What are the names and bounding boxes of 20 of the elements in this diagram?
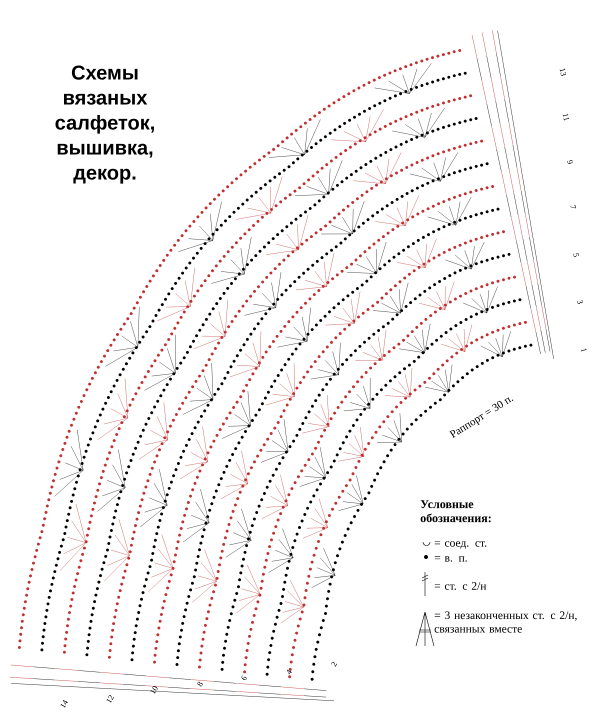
title: Схемы вязаных салфеток, вышивка, декор. [55, 66, 154, 184]
row-number: 4 [287, 670, 292, 674]
row-number: 5 [573, 253, 579, 257]
row-number: 14 [60, 700, 68, 708]
legend-text: = соед. ст. [434, 541, 486, 549]
row-number: 3 [577, 300, 583, 304]
row-number: 9 [567, 160, 573, 164]
legend-text: = 3 незаконченных ст. с 2/н, связанных вместе [434, 611, 577, 633]
row-number: 13 [560, 68, 566, 76]
row-number: 7 [570, 205, 576, 208]
row-number: 6 [242, 676, 247, 680]
row-number: 11 [562, 114, 570, 121]
row-number: 8 [197, 682, 203, 686]
legend-text: = в. п. [434, 556, 467, 562]
row-number: 10 [150, 686, 158, 694]
row-number: 1 [581, 348, 587, 352]
row-number: 2 [331, 662, 338, 667]
row-number: 12 [106, 695, 114, 704]
legend-heading: Условные обозначения: [420, 500, 491, 522]
legend-text: = ст. с 2/н [434, 582, 486, 590]
